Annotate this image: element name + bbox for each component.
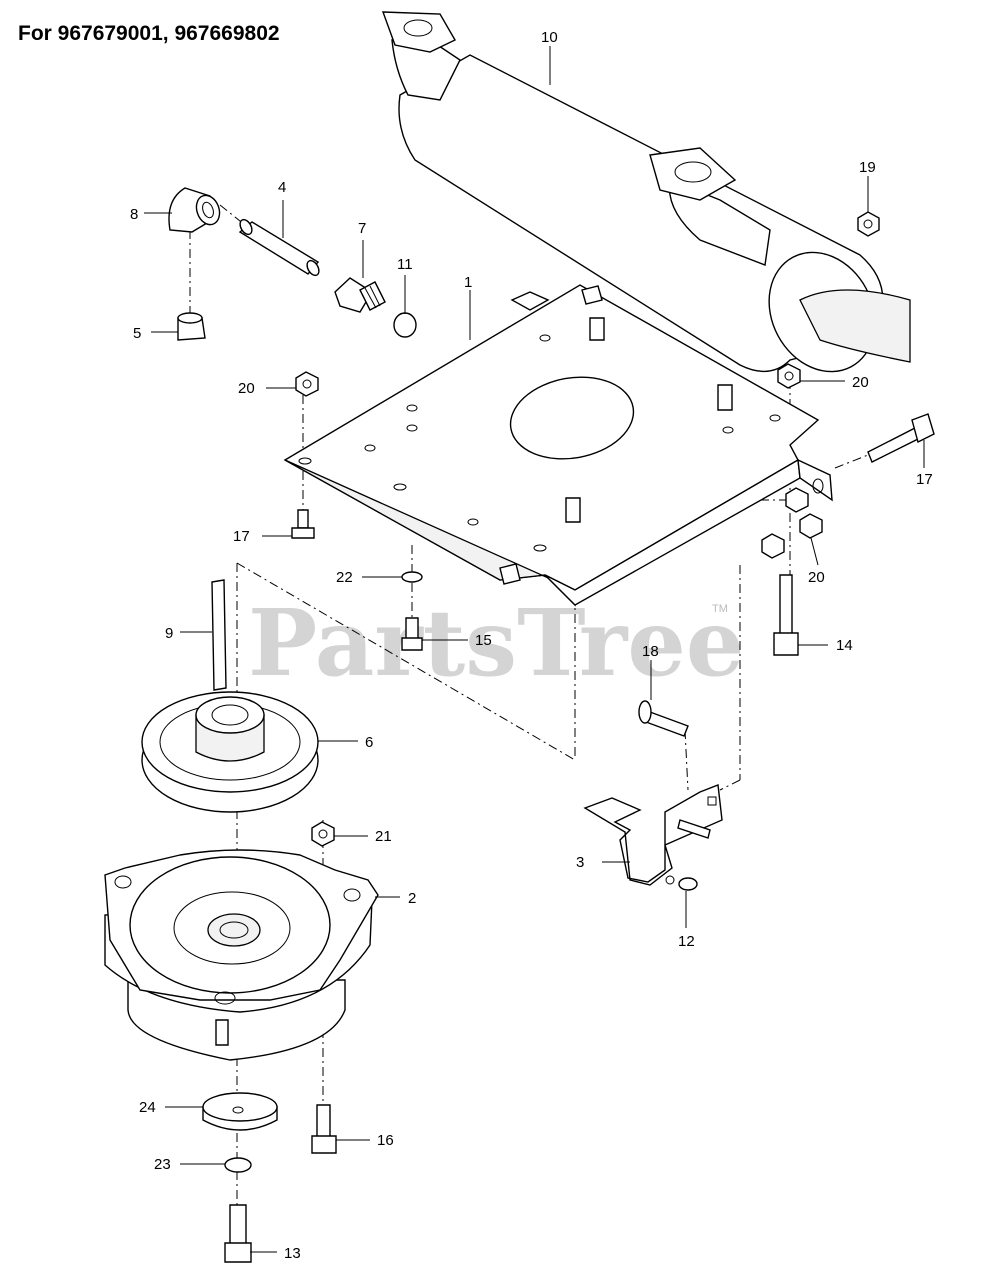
part-17-bolt-b xyxy=(867,413,935,463)
part-5-plug xyxy=(177,312,206,341)
part-1-mounting-plate xyxy=(283,284,833,607)
part-9-key xyxy=(211,579,227,691)
part-7-fitting xyxy=(334,277,386,313)
callout-6: 6 xyxy=(365,734,373,751)
callout-24: 24 xyxy=(139,1099,156,1116)
callout-17a: 17 xyxy=(233,528,250,545)
part-10-muffler xyxy=(381,11,911,373)
part-16-bolt xyxy=(311,1104,337,1154)
part-15-bolt xyxy=(401,617,423,651)
callout-13: 13 xyxy=(284,1245,301,1262)
part-23-washer xyxy=(224,1157,252,1173)
callout-2: 2 xyxy=(408,890,416,907)
part-3-bracket xyxy=(583,784,723,886)
callout-20b: 20 xyxy=(852,374,869,391)
part-6-pulley xyxy=(141,691,319,813)
callout-1: 1 xyxy=(464,274,472,291)
part-22-washer xyxy=(401,571,423,583)
part-13-bolt xyxy=(224,1204,252,1263)
callout-7: 7 xyxy=(358,220,366,237)
callout-17b: 17 xyxy=(916,471,933,488)
part-11-o-ring xyxy=(393,312,417,338)
part-17-bolt-a xyxy=(291,509,315,539)
callout-15: 15 xyxy=(475,632,492,649)
callout-10: 10 xyxy=(541,29,558,46)
callout-12: 12 xyxy=(678,933,695,950)
callout-23: 23 xyxy=(154,1156,171,1173)
watermark-tm: TM xyxy=(712,603,728,615)
watermark-text: PartsTree xyxy=(248,589,744,697)
callout-labels: 1 2 3 4 5 6 7 8 9 10 11 12 13 14 15 16 1… xyxy=(130,29,933,1262)
part-8-elbow xyxy=(168,187,221,233)
callout-18: 18 xyxy=(642,643,659,660)
callout-21: 21 xyxy=(375,828,392,845)
part-24-spacer xyxy=(202,1092,278,1131)
part-14-bolt xyxy=(773,574,799,656)
callout-4: 4 xyxy=(278,179,286,196)
callout-20a: 20 xyxy=(238,380,255,397)
part-20-nut-b xyxy=(777,363,801,389)
callout-11: 11 xyxy=(397,256,413,273)
part-12-clip xyxy=(665,875,698,891)
diagram-title: For 967679001, 967669802 xyxy=(18,22,280,45)
callout-20c: 20 xyxy=(808,569,825,586)
part-20-nuts-c xyxy=(761,487,823,559)
callout-5: 5 xyxy=(133,325,141,342)
part-2-clutch xyxy=(104,849,379,1061)
part-21-nut xyxy=(311,821,335,847)
callout-9: 9 xyxy=(165,625,173,642)
callout-14: 14 xyxy=(836,637,853,654)
part-20-nut-a xyxy=(295,371,319,397)
callout-22: 22 xyxy=(336,569,353,586)
callout-8: 8 xyxy=(130,206,138,223)
part-18-bolt xyxy=(638,700,689,737)
leader-lines xyxy=(144,46,925,1253)
callout-16: 16 xyxy=(377,1132,394,1149)
callout-3: 3 xyxy=(576,854,584,871)
part-4-nipple xyxy=(238,218,320,277)
callout-19: 19 xyxy=(859,159,876,176)
part-19-nut xyxy=(857,211,880,237)
